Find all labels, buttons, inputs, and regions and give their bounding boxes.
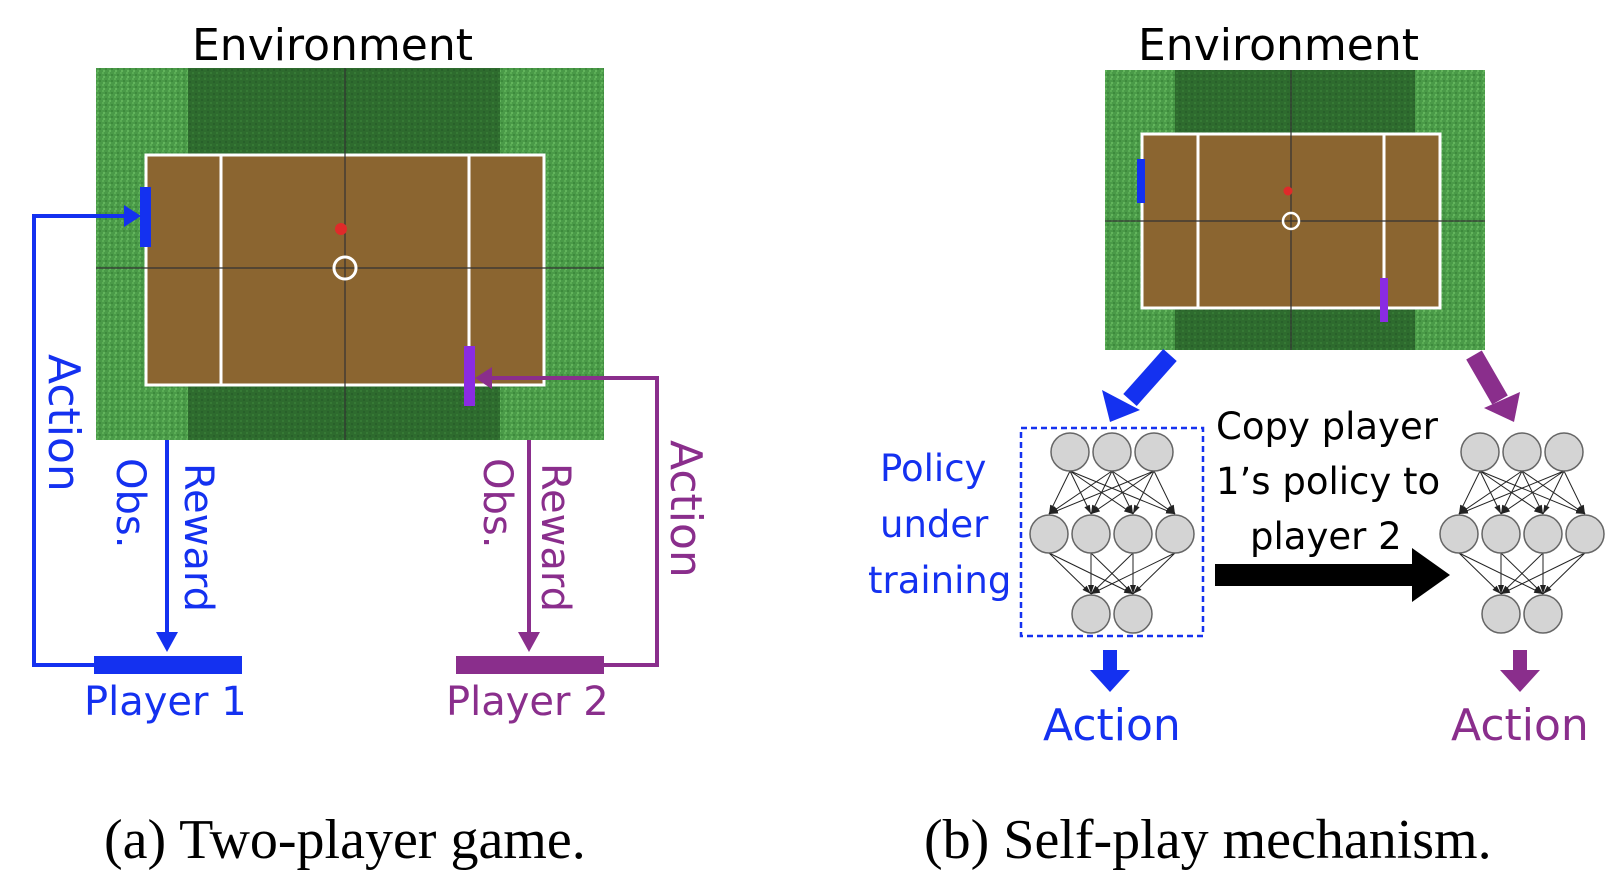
left-net-neuron-layer3: [1113, 594, 1153, 634]
left-net-connection: [1048, 470, 1071, 515]
player2-loop: [456, 367, 659, 674]
policy-network-right: [1439, 432, 1605, 634]
right-net-connection: [1500, 552, 1544, 595]
left-net-connection: [1153, 470, 1176, 515]
player1-loop: [32, 205, 242, 674]
environment-b: [1105, 70, 1485, 350]
left-net-neuron-layer2: [1113, 514, 1153, 554]
policy-box: [1019, 426, 1205, 638]
player2-paddle-a: [464, 346, 475, 406]
right-action-arrow: [1500, 650, 1540, 692]
player1-bar: [94, 656, 242, 674]
left-net-neuron-layer2: [1029, 514, 1069, 554]
player1-paddle-a: [140, 187, 151, 247]
right-net-neuron-layer2: [1565, 514, 1605, 554]
policy-label-line3: training: [868, 559, 1012, 602]
right-net-neuron-layer1: [1460, 432, 1500, 472]
environment-label-a: Environment: [192, 20, 473, 71]
right-net-connection: [1563, 470, 1586, 515]
player2-reward-label: Reward: [532, 463, 578, 612]
right-net-neuron-layer3: [1523, 594, 1563, 634]
left-net-neuron-layer2: [1155, 514, 1195, 554]
copy-label-line2: 1’s policy to: [1216, 460, 1441, 503]
left-net-neuron-layer1: [1050, 432, 1090, 472]
right-net-neuron-layer2: [1523, 514, 1563, 554]
player2-paddle-b: [1380, 278, 1388, 322]
environment-label-b: Environment: [1138, 20, 1419, 71]
env-to-policy-arrow: [1102, 349, 1177, 422]
player1-name: Player 1: [84, 679, 247, 725]
left-action-label: Action: [1043, 700, 1181, 751]
right-net-neuron-layer2: [1481, 514, 1521, 554]
caption-a: (a) Two-player game.: [104, 809, 586, 871]
right-net-neuron-layer3: [1481, 594, 1521, 634]
left-net-neuron-layer2: [1071, 514, 1111, 554]
right-net-connection: [1500, 470, 1565, 515]
left-net-connection: [1090, 470, 1155, 515]
right-net-connection: [1458, 552, 1502, 595]
left-net-connection: [1048, 470, 1155, 515]
player1-reward-label: Reward: [175, 463, 221, 612]
player2-action-label: Action: [660, 440, 711, 578]
left-net-connection: [1132, 552, 1176, 595]
policy-label-line2: under: [880, 503, 989, 546]
left-action-arrow: [1090, 650, 1130, 692]
left-net-connection: [1090, 552, 1134, 595]
policy-network-left: [1029, 432, 1195, 634]
left-net-connection: [1090, 552, 1176, 595]
right-net-connection: [1542, 552, 1586, 595]
left-net-neuron-layer1: [1134, 432, 1174, 472]
left-net-connection: [1132, 470, 1155, 515]
left-net-connection: [1048, 552, 1092, 595]
copy-policy-arrow: [1215, 548, 1450, 602]
copy-label-line1: Copy player: [1216, 405, 1438, 448]
player1-obs-label: Obs.: [107, 458, 153, 549]
player2-name: Player 2: [446, 679, 609, 725]
player1-paddle-b: [1137, 159, 1145, 203]
right-net-connection: [1458, 470, 1565, 515]
right-net-neuron-layer2: [1439, 514, 1479, 554]
right-action-label: Action: [1451, 700, 1589, 751]
environment-a: [96, 68, 604, 440]
player2-bar: [456, 656, 604, 674]
player2-obs-label: Obs.: [474, 458, 520, 549]
left-net-neuron-layer3: [1071, 594, 1111, 634]
right-net-neuron-layer1: [1544, 432, 1584, 472]
caption-b: (b) Self-play mechanism.: [924, 809, 1492, 871]
right-net-connection: [1458, 470, 1481, 515]
env-to-copy-arrow: [1466, 350, 1520, 422]
player1-action-label: Action: [38, 354, 89, 492]
right-net-neuron-layer1: [1502, 432, 1542, 472]
policy-label-line1: Policy: [880, 447, 987, 490]
copy-label-line3: player 2: [1250, 515, 1402, 558]
right-net-connection: [1542, 470, 1565, 515]
right-net-connection: [1458, 470, 1523, 515]
left-net-connection: [1048, 470, 1113, 515]
left-net-neuron-layer1: [1092, 432, 1132, 472]
right-net-connection: [1500, 552, 1586, 595]
